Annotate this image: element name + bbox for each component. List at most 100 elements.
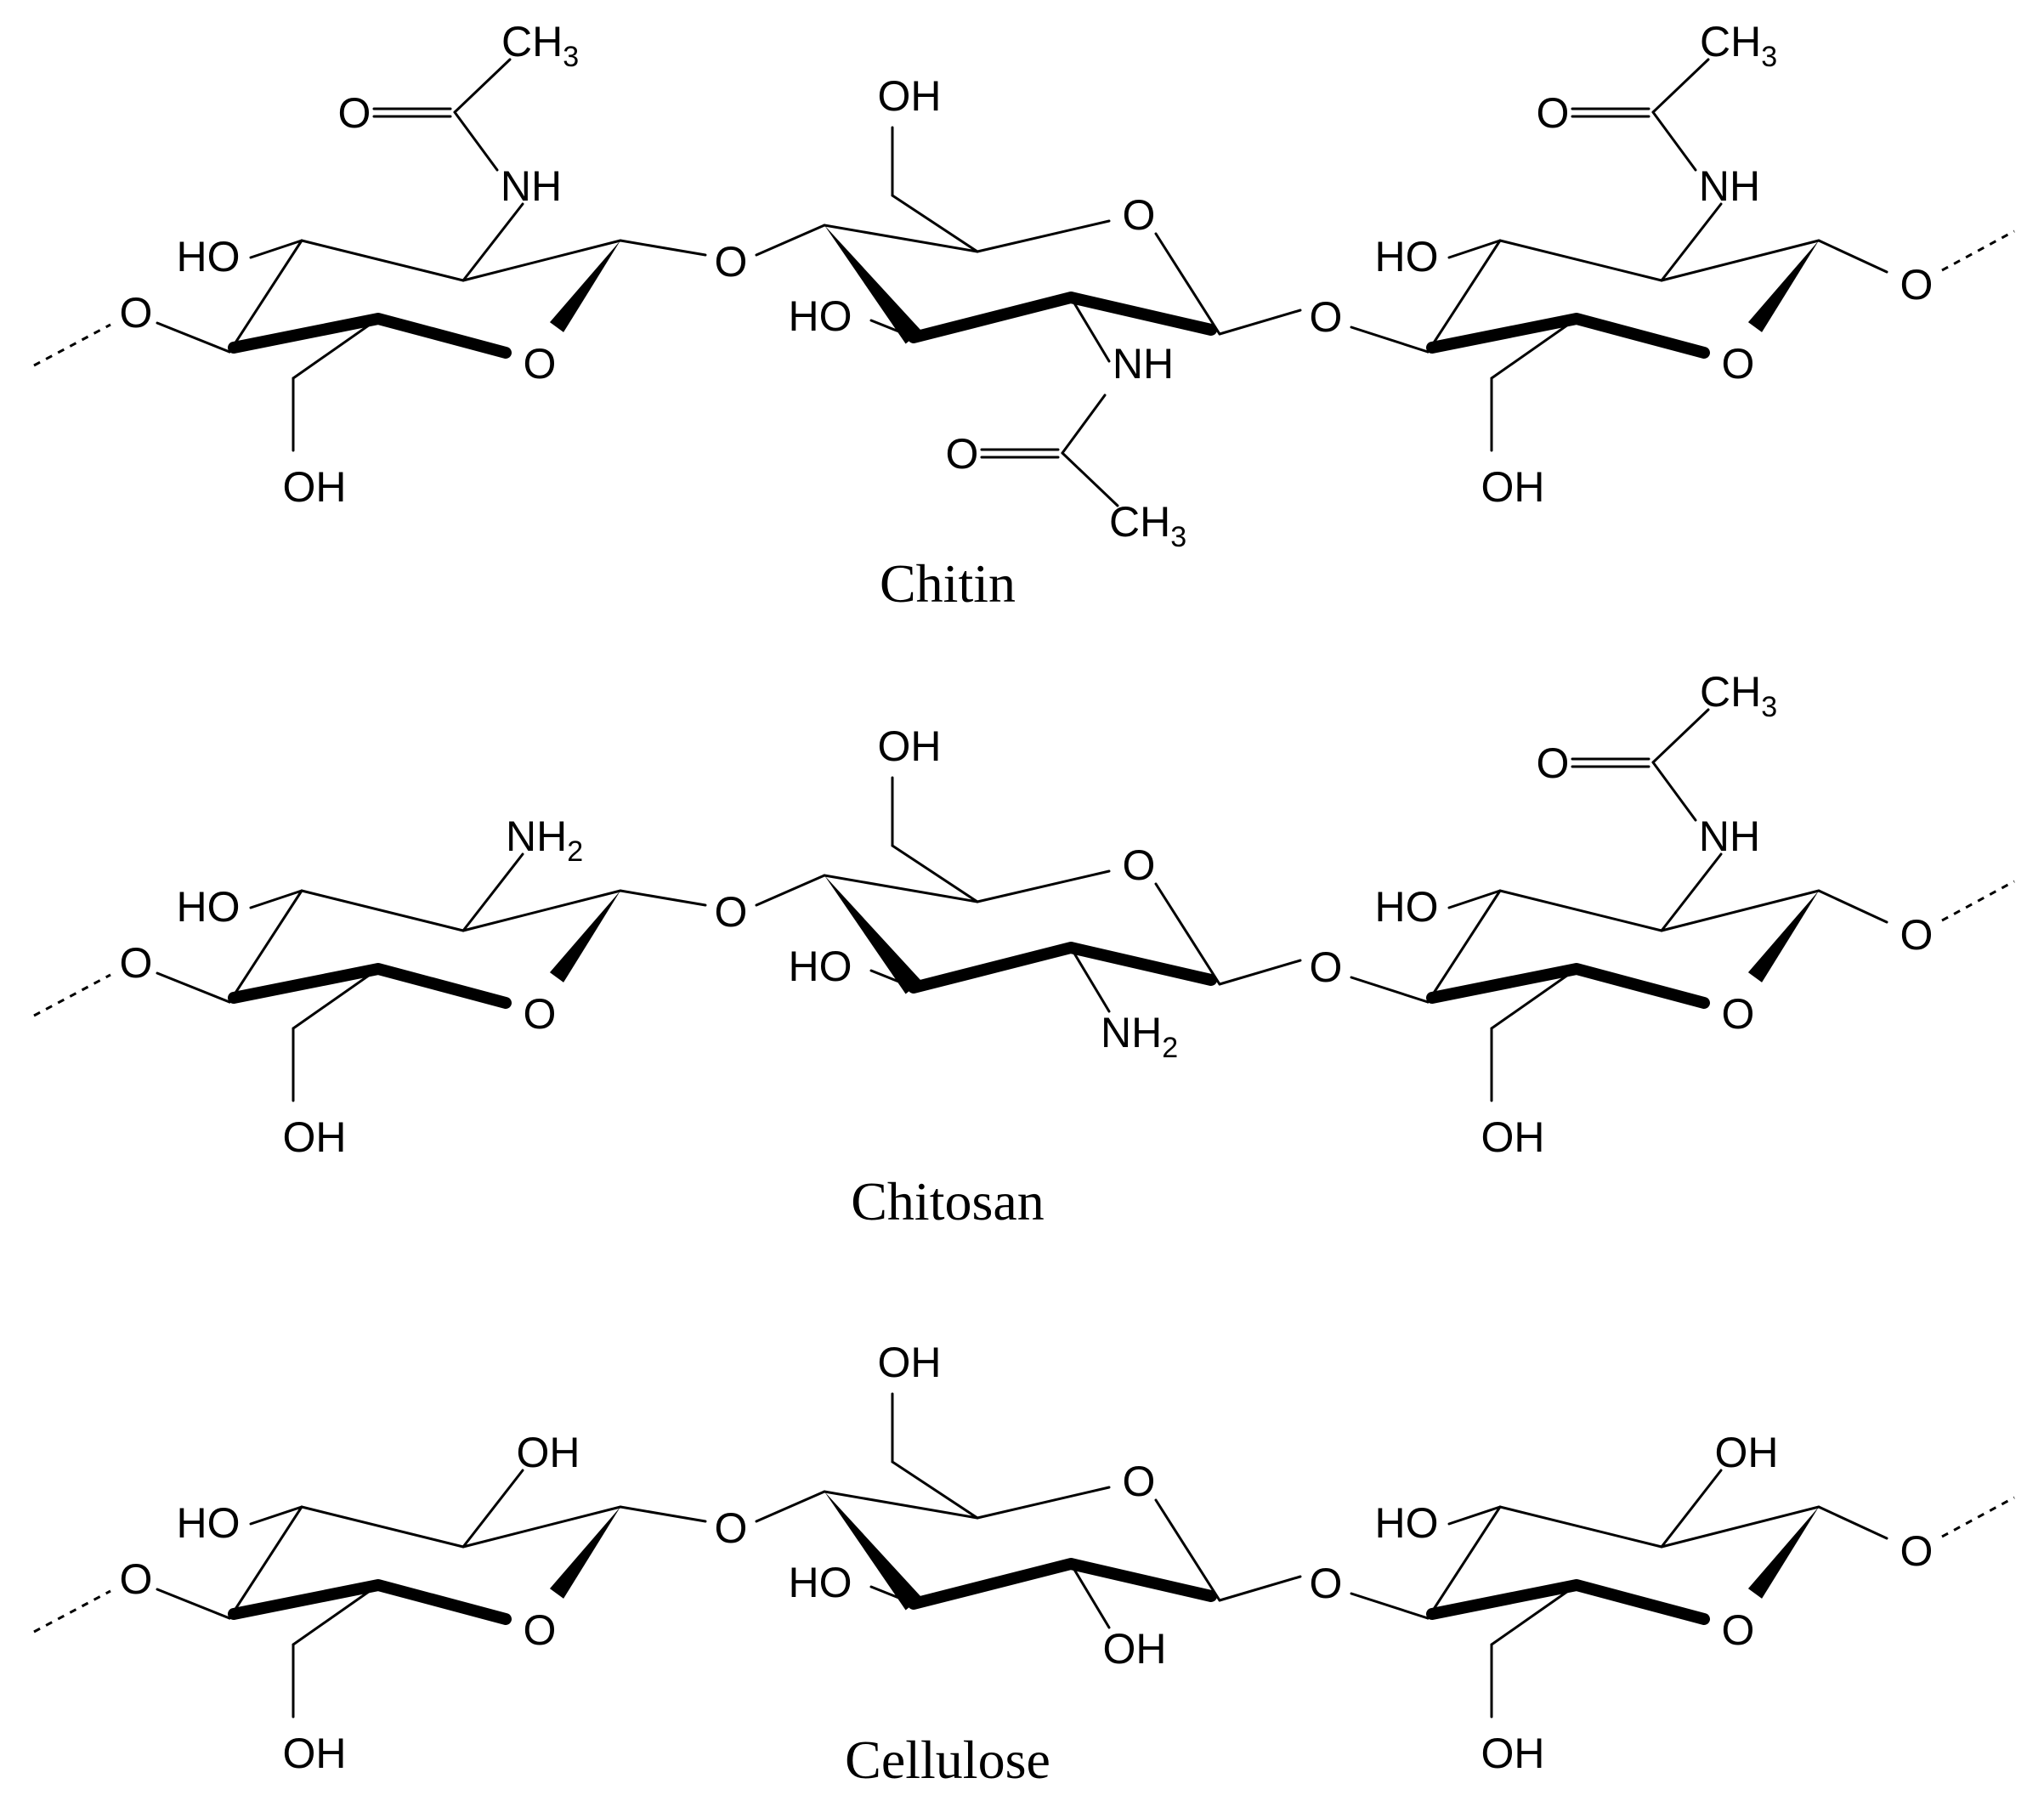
chitosan-middle-ring-c3-oh-bond (869, 969, 915, 989)
chitosan-middle-ring-ring-oxygen: O (1123, 841, 1156, 889)
cellulose-right-ring-c3-oh-bond (1447, 1505, 1502, 1526)
chitosan-mid-c1-o-bond (1218, 959, 1302, 986)
cellulose-left-ring-c2-hydroxyl: OH (517, 1429, 580, 1476)
chitosan-o-mid-c4-bond (755, 874, 826, 907)
chitosan-left-ring-c1-o5-wedge (549, 891, 620, 982)
cellulose-middle-ring-front-bonds (908, 1558, 1217, 1610)
cellulose-left-glycosidic-oxygen: O (120, 1555, 153, 1603)
chitin-middle-ring-nh-label: NH (1113, 340, 1174, 388)
chitosan-o-right-c4-bond (1350, 976, 1430, 1004)
cellulose-left-ring-c3-c2-bond (300, 1505, 465, 1549)
chitin-right-ring-nh-label: NH (1699, 162, 1760, 210)
cellulose-left-ring-ring-oxygen: O (524, 1606, 557, 1654)
chitin-left-ring-ring-oxygen: O (524, 340, 557, 388)
cellulose-right-ring-c2-sub-bond (1660, 1469, 1723, 1549)
chitosan-right-ring-c3-hydroxyl: HO (1375, 883, 1439, 931)
chitosan-right-c1-o-bond (1817, 889, 1888, 924)
chitin-right-ring-c5-c6-bond (1490, 317, 1578, 380)
chitin-right-c1-o-bond (1817, 239, 1888, 274)
chitin-right-ring-c2-sub-bond (1660, 202, 1723, 282)
chitin-right-ring-c1-o5-wedge (1747, 241, 1819, 332)
chitin-left-o-c4-bond (156, 321, 231, 354)
chitosan-middle-ring-c5-c6-bond (891, 844, 979, 903)
cellulose-middle-ring-c4-c3-wedge (824, 1492, 922, 1611)
cellulose-left-ring-c3-oh-bond (249, 1505, 303, 1526)
chitosan-right-ring-c3-c2-bond (1498, 889, 1663, 932)
cellulose-right-ring-ring-oxygen: O (1722, 1606, 1755, 1654)
chitin-right-ring-ring-oxygen: O (1722, 340, 1755, 388)
cellulose-right-c1-o-bond (1817, 1505, 1888, 1540)
chitosan-left-ring-c3-hydroxyl: HO (177, 883, 241, 931)
cellulose-left-o-c4-bond (156, 1588, 231, 1620)
chitosan-right-glycosidic-oxygen: O (1900, 911, 1934, 959)
chitosan-right-ring-acetyl-n-c-bond (1651, 761, 1697, 822)
chitosan-middle-ring-c2-sub-bond (1069, 946, 1111, 1013)
chitosan-left-ring-c2-c1-bond (461, 889, 622, 932)
chitin-middle-ring-c4-c5-bond (823, 224, 979, 253)
chitosan-right-ring-c2-c1-bond (1660, 889, 1820, 932)
chitin-right-dashed-link (1941, 229, 2015, 272)
chitosan-left-ring-c4-c3-bond (228, 889, 303, 1004)
chitin-left-ring-nh-label: NH (501, 162, 562, 210)
chitosan-left-ring-c3-c2-bond (300, 889, 465, 932)
chitosan-middle-ring-c4-c3-wedge (824, 875, 922, 994)
chitosan-left-o-c4-bond (156, 971, 231, 1004)
cellulose-left-ring-c3-hydroxyl: HO (177, 1499, 241, 1547)
chitosan-right-ring-c2-sub-bond (1660, 852, 1723, 932)
chitin-o-right-c4-bond (1350, 326, 1430, 354)
chitosan-left-ring-ring-oxygen: O (524, 990, 557, 1038)
chitin-middle-ring-ring-oxygen: O (1123, 191, 1156, 239)
chitosan-right-ring-acetyl-carbonyl-oxygen: O (1537, 739, 1570, 787)
chitin-glycosidic-oxygen-1: O (715, 238, 748, 286)
chitin-left-ring-c6-hydroxyl: OH (283, 463, 347, 511)
cellulose-left-ring-c1-o5-wedge (549, 1507, 620, 1599)
chitosan-left-ring-c5-c6-bond (292, 967, 380, 1030)
chitin-middle-ring-c5-c6-bond (891, 194, 979, 253)
cellulose-left-ring-c2-c1-bond (461, 1505, 622, 1549)
cellulose-right-ring-c6-hydroxyl: OH (1481, 1730, 1545, 1777)
chitosan-right-ring-c3-oh-bond (1447, 889, 1502, 909)
chitosan-middle-ring-c4-c5-bond (823, 874, 979, 903)
chitin-left-ring-acetyl-n-c-bond (453, 110, 499, 172)
chitin-left-ring-c2-c1-bond (461, 239, 622, 282)
chitin-right-ring-c4-c3-bond (1426, 239, 1502, 354)
cellulose-left-ring-c6-hydroxyl: OH (283, 1730, 347, 1777)
chitosan-right-ring-acetyl-methyl-label: CH3 (1700, 668, 1777, 723)
cellulose-mid-c1-o-bond (1218, 1575, 1302, 1602)
chitin-right-ring-c3-c2-bond (1498, 239, 1663, 282)
chitosan-left-dashed-link (33, 973, 111, 1017)
chitin-right-ring-c3-oh-bond (1447, 239, 1502, 259)
chitosan-right-ring-acetyl-c-ch3-bond (1651, 708, 1710, 764)
chitin-right-ring-acetyl-methyl-label: CH3 (1700, 18, 1777, 73)
chitosan-middle-ring-front-bonds (908, 942, 1217, 994)
chitosan-left-c1-o-bond (619, 889, 707, 907)
cellulose-middle-ring-c3-hydroxyl: HO (789, 1559, 852, 1606)
chitin-left-dashed-link (33, 323, 111, 367)
chitin-middle-ring-acetyl-n-c-bond (1061, 394, 1107, 455)
chitosan-glycosidic-oxygen-1: O (715, 888, 748, 936)
chitin-right-ring-c3-hydroxyl: HO (1375, 233, 1439, 280)
chitosan-right-ring-c6-hydroxyl: OH (1481, 1113, 1545, 1161)
chitin-left-ring-c2-sub-bond (461, 202, 524, 282)
chitin-middle-ring-acetyl-methyl-label: CH3 (1109, 498, 1186, 553)
chitin-right-ring-c6-hydroxyl: OH (1481, 463, 1545, 511)
chitin-left-ring-c3-oh-bond (249, 239, 303, 259)
chitosan-glycosidic-oxygen-2: O (1310, 943, 1343, 991)
chitin-left-ring-c3-c2-bond (300, 239, 465, 282)
chitin-middle-ring-acetyl-carbonyl-oxygen: O (946, 430, 979, 478)
chitin-left-ring-acetyl-c-ch3-bond (453, 58, 512, 114)
chitosan-left-ring-c3-oh-bond (249, 889, 303, 909)
chitosan-caption: Chitosan (851, 1171, 1045, 1232)
chitosan-middle-ring-c5-o5-bond (976, 869, 1111, 903)
chitin-middle-ring-acetyl-c-ch3-bond (1061, 451, 1119, 507)
cellulose-right-dashed-link (1941, 1496, 2015, 1538)
chitin-right-ring-acetyl-carbonyl-oxygen: O (1537, 89, 1570, 137)
cellulose-caption: Cellulose (845, 1730, 1050, 1790)
chitosan-left-ring-nh2-label: NH2 (506, 813, 583, 868)
chitin-o-mid-c4-bond (755, 224, 826, 257)
chitin-left-ring-c5-c6-bond (292, 317, 380, 380)
chitin-glycosidic-oxygen-2: O (1310, 293, 1343, 341)
cellulose-left-ring-c4-c3-bond (228, 1505, 303, 1620)
chitosan-right-dashed-link (1941, 880, 2015, 922)
chitin-caption: Chitin (880, 553, 1016, 614)
